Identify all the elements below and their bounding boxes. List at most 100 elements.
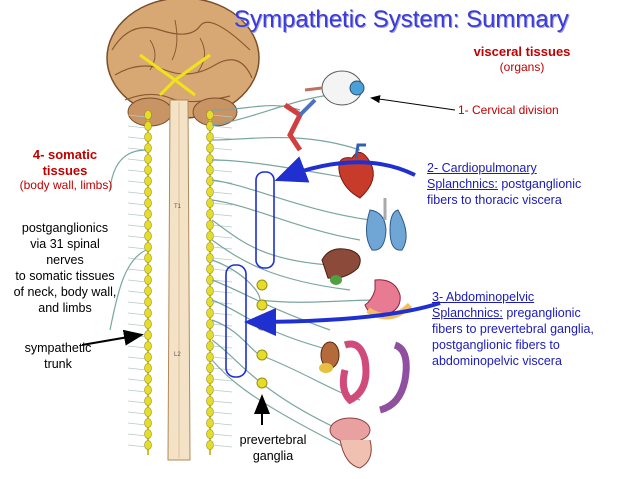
spinal-nerve [127,125,147,129]
spinal-nerve [211,268,233,272]
chain-ganglion [144,143,152,153]
spinal-nerve [127,400,147,404]
t1-label: T1 [174,204,182,210]
abdomino-head: 3- Abdominopelvic [432,290,535,304]
spinal-nerve [127,411,147,415]
spinal-nerve [127,444,147,448]
spinal-cord [167,99,191,461]
spinal-nerve [127,169,147,173]
prevertebral-ganglia-label: prevertebral ganglia [228,432,318,464]
postgang-line: of neck, body wall, [13,285,117,299]
spinal-nerve [127,158,147,162]
spinal-nerve [211,257,233,261]
spinal-nerve [127,389,147,393]
liver-illustration [321,248,361,285]
chain-ganglion [144,165,152,175]
somatic-subtitle: (body wall, limbs) [19,178,113,192]
spinal-nerve [211,378,233,382]
kidney-illustration [319,341,340,373]
sympathetic-trunk-label: sympathetic trunk [18,340,98,372]
somatic-line1: 4- somatic [32,147,98,162]
spinal-nerve [127,224,147,228]
cardio-link: Splanchnics: [427,177,498,191]
spinal-nerve [127,114,147,118]
spinal-nerve [127,246,147,250]
spinal-nerve [211,125,233,129]
vessel-illustration [283,98,317,152]
spinal-nerve [127,136,147,140]
chain-ganglion [144,396,152,406]
spinal-nerve [211,246,233,250]
chain-ganglion [144,308,152,318]
cardio-rest1: postganglionic [497,177,582,191]
spinal-nerve [211,301,233,305]
chain-ganglion [144,198,152,208]
chain-ganglion [144,275,152,285]
spinal-nerve [211,191,233,195]
cardio-bracket [255,171,275,269]
spinal-nerve [211,136,233,140]
spinal-nerve [127,279,147,283]
cervical-arrow [370,95,456,111]
spinal-nerve [211,411,233,415]
spinal-nerve [127,301,147,305]
spinal-nerve [211,433,233,437]
cervical-division-label: 1- Cervical division [458,103,559,117]
prevertebral-line: prevertebral [239,433,307,447]
postganglionics-label: postganglionics via 31 spinal nerves to … [0,220,130,316]
slide-title: Sympathetic System: Summary [234,6,569,33]
postgang-line: postganglionics [21,221,109,235]
spinal-nerve [127,356,147,360]
chain-ganglion [144,330,152,340]
chain-ganglion [144,429,152,439]
spinal-nerve [211,422,233,426]
spinal-nerve [211,169,233,173]
spinal-nerve [127,191,147,195]
abdomino-rest2: fibers to prevertebral ganglia, [432,322,594,336]
prevertebral-line: ganglia [252,449,294,463]
cardio-rest2: fibers to thoracic viscera [427,193,562,207]
spinal-nerve [211,444,233,448]
chain-ganglion [144,154,152,164]
spinal-nerve [127,213,147,217]
chain-ganglion [144,407,152,417]
visceral-tissues-label: visceral tissues [473,44,571,59]
chain-ganglion [144,418,152,428]
chain-ganglion [144,319,152,329]
chain-ganglion [144,209,152,219]
spinal-nerve [127,257,147,261]
eye-illustration [304,70,365,106]
chain-ganglion [144,440,152,450]
postgang-line: and limbs [38,301,92,315]
chain-ganglion [144,374,152,384]
abdomino-rest4: abdominopelvic viscera [432,354,562,368]
spinal-nerve [127,422,147,426]
organs-label: (organs) [499,60,545,74]
chain-ganglion [144,352,152,362]
abdomino-rest3: postganglionic fibers to [432,338,560,352]
spinal-nerve [211,367,233,371]
trunk-line: trunk [44,357,72,371]
cardiopulmonary-label: 2- Cardiopulmonary Splanchnics: postgang… [427,160,627,208]
postgang-line: via 31 spinal [30,237,100,251]
chain-ganglion [144,385,152,395]
spinal-nerve [127,312,147,316]
trunk-line: sympathetic [24,341,92,355]
spinal-nerve [127,290,147,294]
somatic-line2: tissues [42,163,88,178]
chain-ganglion [144,253,152,263]
spinal-nerve [211,114,233,118]
intestine-illustration [339,340,410,414]
chain-ganglion [144,176,152,186]
spinal-nerve [211,312,233,316]
chain-ganglion [144,286,152,296]
spinal-nerve [127,367,147,371]
spinal-nerve [211,224,233,228]
chain-ganglion [144,297,152,307]
abdomino-rest1: preganglionic [502,306,581,320]
lungs-illustration [366,198,407,251]
l2-label: L2 [174,352,181,358]
spinal-nerve [211,356,233,360]
postgang-line: to somatic tissues [15,269,115,283]
